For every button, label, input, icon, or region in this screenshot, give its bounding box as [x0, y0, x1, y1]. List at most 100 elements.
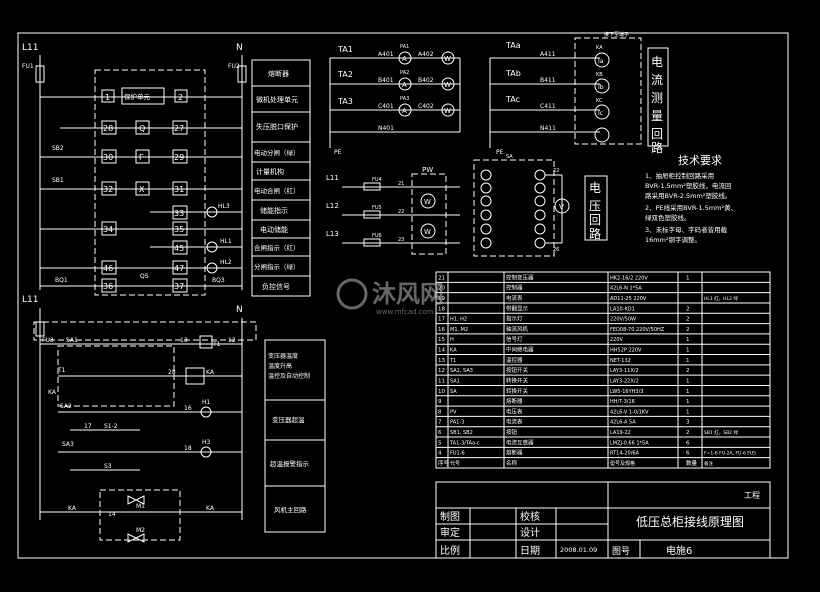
parts-cell: 控制器: [506, 284, 523, 292]
ka-contact: KA: [48, 389, 57, 396]
parts-cell: RT14-20/6A: [610, 451, 640, 457]
parts-cell: T1: [449, 358, 456, 364]
fu1-label: FU1: [22, 63, 34, 70]
voltage-title-2: 压: [589, 199, 601, 213]
qs-label: QS: [140, 273, 149, 280]
parts-cell: F=1-6 FU-2A, FU-6 FU5: [704, 451, 756, 457]
parts-cell: 电流表: [506, 418, 523, 426]
fn-storage: 电动储能: [260, 225, 288, 234]
watermark-logo: 沐风网 www.mfcad.com: [336, 278, 444, 316]
watermark-brand: 沐风网: [372, 280, 444, 308]
voltmeter: [554, 198, 570, 214]
parts-cell: 17: [438, 317, 445, 323]
ammeter-pa2: [398, 77, 412, 91]
lf-1c: 温控及自动控制: [268, 372, 310, 380]
parts-cell: 1: [686, 399, 690, 405]
fn-fuse: 熔断器: [268, 69, 289, 78]
relay-ka: [185, 367, 205, 385]
req-item-1: 1、抽屉柜控制回路采用: [645, 171, 714, 180]
parts-cell: 型号及规格: [610, 460, 635, 467]
pa3-label: PA3: [400, 96, 409, 102]
v-21: 21: [398, 181, 404, 187]
sa-switch-box: [473, 159, 555, 257]
sb2-label: SB2: [52, 145, 64, 152]
ka-fan-contact: KA: [68, 505, 77, 512]
ib: Ib: [598, 84, 604, 91]
node-1: 1: [105, 93, 110, 102]
current-circuit-title-4: 量: [651, 109, 663, 123]
req-item-3b: 16mm²铜字调整。: [645, 235, 701, 244]
node-36: 36: [103, 282, 113, 291]
parts-cell: 2: [686, 306, 690, 312]
parts-cell: 18: [438, 306, 445, 312]
voltage-circuit: L11 L12 L13 FU4 FU5 FU6 21 22 23 PW W W …: [326, 154, 608, 257]
req-item-3: 3、未标字母、字码者皆用截: [645, 225, 728, 234]
b411: B411: [540, 77, 556, 84]
c411: C411: [540, 103, 556, 110]
parts-cell: SB1 红，SB2 绿: [704, 429, 738, 436]
parts-cell: 带翻显示: [506, 304, 529, 312]
fu2-label: FU2: [228, 63, 240, 70]
svg-text:W: W: [444, 55, 451, 63]
fuse-fu1: [35, 65, 45, 83]
parts-cell: 转换开关: [506, 376, 529, 384]
protection-unit-label: 保护单元: [124, 92, 151, 101]
node-29: 29: [174, 153, 184, 162]
parts-cell: LA10-KD1: [610, 306, 635, 312]
lower-16: 16: [184, 405, 192, 412]
parts-cell: 中间继电器: [506, 346, 534, 354]
fn-storage-ind: 储能指示: [260, 206, 288, 215]
ammeter-pa3: [398, 103, 412, 117]
parts-cell: SA: [450, 389, 457, 395]
a411: A411: [540, 51, 556, 58]
parts-cell: 温控器: [506, 356, 523, 364]
node-31: 31: [174, 185, 184, 194]
parts-cell: FED08-70 220V/50HZ: [610, 327, 665, 333]
tb-draw: 制图: [440, 510, 460, 523]
sa3-label: SA3: [62, 441, 74, 448]
parts-cell: M1, M2: [450, 327, 468, 333]
req-item-2b: 绿双色塑胶线。: [645, 213, 691, 222]
parts-cell: SA2, SA3: [450, 368, 473, 374]
fu5: FU5: [372, 205, 382, 211]
svg-text:A: A: [402, 81, 407, 89]
parts-cell: SB1, SB2: [450, 430, 473, 436]
parts-cell: 2: [686, 368, 690, 374]
parts-cell: 12: [438, 368, 445, 374]
parts-cell: 2: [686, 430, 690, 436]
parts-cell: 熔断器: [506, 397, 523, 405]
req-heading: 技术要求: [678, 154, 722, 167]
svg-text:A: A: [402, 107, 407, 115]
voltage-title-1: 电: [589, 181, 601, 195]
fu4: FU4: [372, 177, 382, 183]
kc-label: KC: [596, 98, 603, 104]
n401: N401: [378, 125, 394, 132]
pw-box: [411, 173, 447, 255]
n411: N411: [540, 125, 556, 132]
parts-cell: 1: [686, 358, 690, 364]
node-34: 34: [103, 225, 113, 234]
tb-fig-label: 图号: [612, 546, 630, 557]
sb1-label: SB1: [52, 177, 64, 184]
parts-cell: 14: [438, 348, 445, 354]
node-45: 45: [174, 244, 184, 253]
node-30: 30: [103, 153, 113, 162]
m1-label: M1: [136, 503, 145, 510]
ia: Ia: [598, 58, 604, 65]
voltage-title-4: 路: [589, 226, 601, 241]
parts-cell: 控制变压器: [506, 273, 534, 281]
node-35: 35: [174, 225, 184, 234]
pw-label: PW: [422, 166, 433, 174]
parts-cell: 13: [438, 358, 445, 364]
parts-cell: 2: [686, 317, 690, 323]
v-l12: L12: [326, 202, 339, 210]
v-22: 22: [398, 209, 404, 215]
bq3-label: BQ3: [212, 277, 225, 284]
parts-cell: HH52P 220V: [610, 348, 642, 354]
parts-cell: LA19-22: [610, 430, 631, 436]
tb-approve: 审定: [440, 526, 460, 539]
parts-cell: LMZJ-0.66 1*5A: [610, 440, 649, 446]
parts-cell: 1: [686, 348, 690, 354]
svg-text:W: W: [444, 107, 451, 115]
tb-date: 2008.01.09: [560, 546, 597, 554]
